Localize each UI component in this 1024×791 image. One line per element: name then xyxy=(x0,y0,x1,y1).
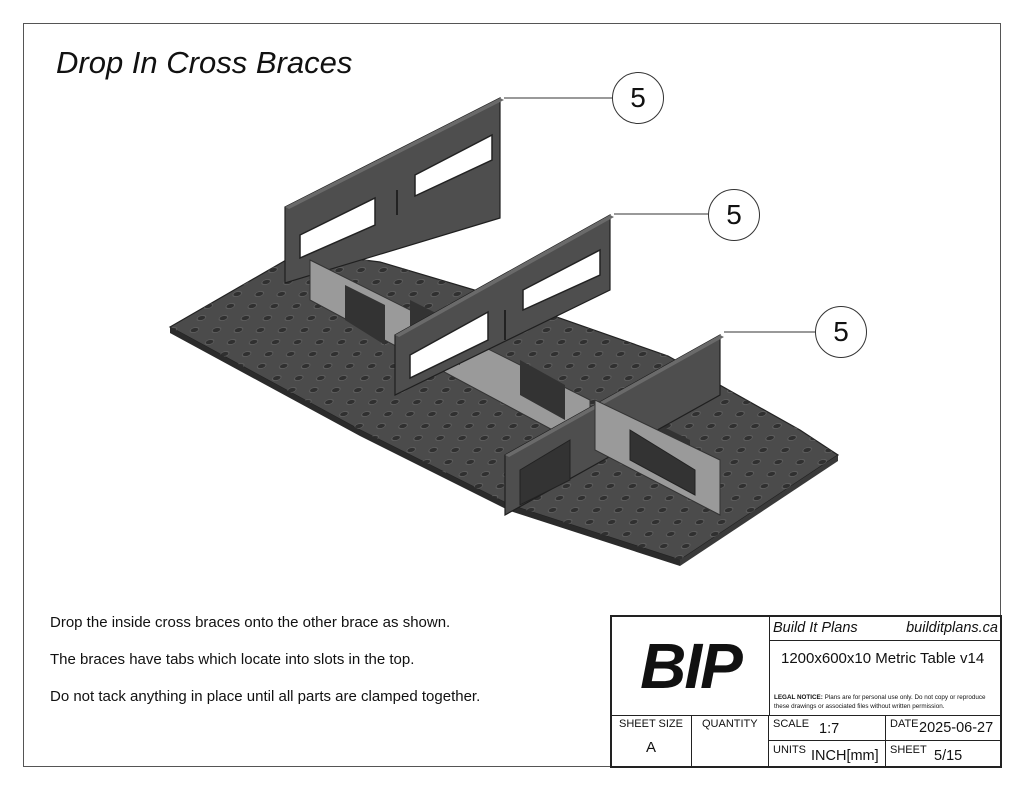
legal-label: LEGAL NOTICE: xyxy=(774,694,823,701)
bip-logo: BIP xyxy=(612,617,770,716)
project-name: 1200x600x10 Metric Table v14 xyxy=(781,650,985,667)
legal-notice: LEGAL NOTICE: Plans are for personal use… xyxy=(774,693,1000,711)
units-label: UNITS xyxy=(773,744,806,756)
part-balloon-2: 5 xyxy=(708,189,760,241)
note-1: Drop the inside cross braces onto the ot… xyxy=(50,614,451,631)
company-row: Build It Plans builditplans.ca xyxy=(769,617,1002,641)
date-value: 2025-06-27 xyxy=(919,720,994,736)
company-name: Build It Plans xyxy=(773,620,858,636)
page-title: Drop In Cross Braces xyxy=(56,45,353,80)
company-website: builditplans.ca xyxy=(906,620,998,636)
cross-brace-1 xyxy=(284,97,504,284)
quantity-cell: QUANTITY xyxy=(692,715,769,768)
title-block: BIP Build It Plans builditplans.ca 1200x… xyxy=(610,615,1002,768)
units-cell: UNITS INCH[mm] xyxy=(769,741,886,768)
sheet-label: SHEET xyxy=(890,744,927,756)
date-label: DATE xyxy=(890,718,919,730)
part-balloon-1: 5 xyxy=(612,72,664,124)
leader-lines xyxy=(504,97,816,333)
quantity-label: QUANTITY xyxy=(702,718,758,730)
sheet-cell: SHEET 5/15 xyxy=(886,741,1002,768)
cross-brace-3 xyxy=(504,333,724,517)
sheet-size-value: A xyxy=(646,739,657,756)
part-balloon-3: 5 xyxy=(815,306,867,358)
scale-label: SCALE xyxy=(773,718,810,730)
sheet-size-label: SHEET SIZE xyxy=(619,718,683,730)
assembly-notes: Drop the inside cross braces onto the ot… xyxy=(50,614,480,725)
sheet-size-cell: SHEET SIZE A xyxy=(612,715,692,768)
cross-brace-2 xyxy=(394,213,614,396)
date-cell: DATE 2025-06-27 xyxy=(886,715,1002,741)
scale-cell: SCALE 1:7 xyxy=(769,715,886,741)
legal-text: Plans are for personal use only. Do not … xyxy=(774,694,986,710)
project-cell: 1200x600x10 Metric Table v14 LEGAL NOTIC… xyxy=(769,640,1002,716)
sheet-value: 5/15 xyxy=(934,748,963,764)
units-value: INCH[mm] xyxy=(811,748,879,764)
note-3: Do not tack anything in place until all … xyxy=(50,688,481,705)
scale-value: 1:7 xyxy=(819,721,840,737)
drawing-border xyxy=(23,23,1001,767)
note-2: The braces have tabs which locate into s… xyxy=(50,651,415,668)
